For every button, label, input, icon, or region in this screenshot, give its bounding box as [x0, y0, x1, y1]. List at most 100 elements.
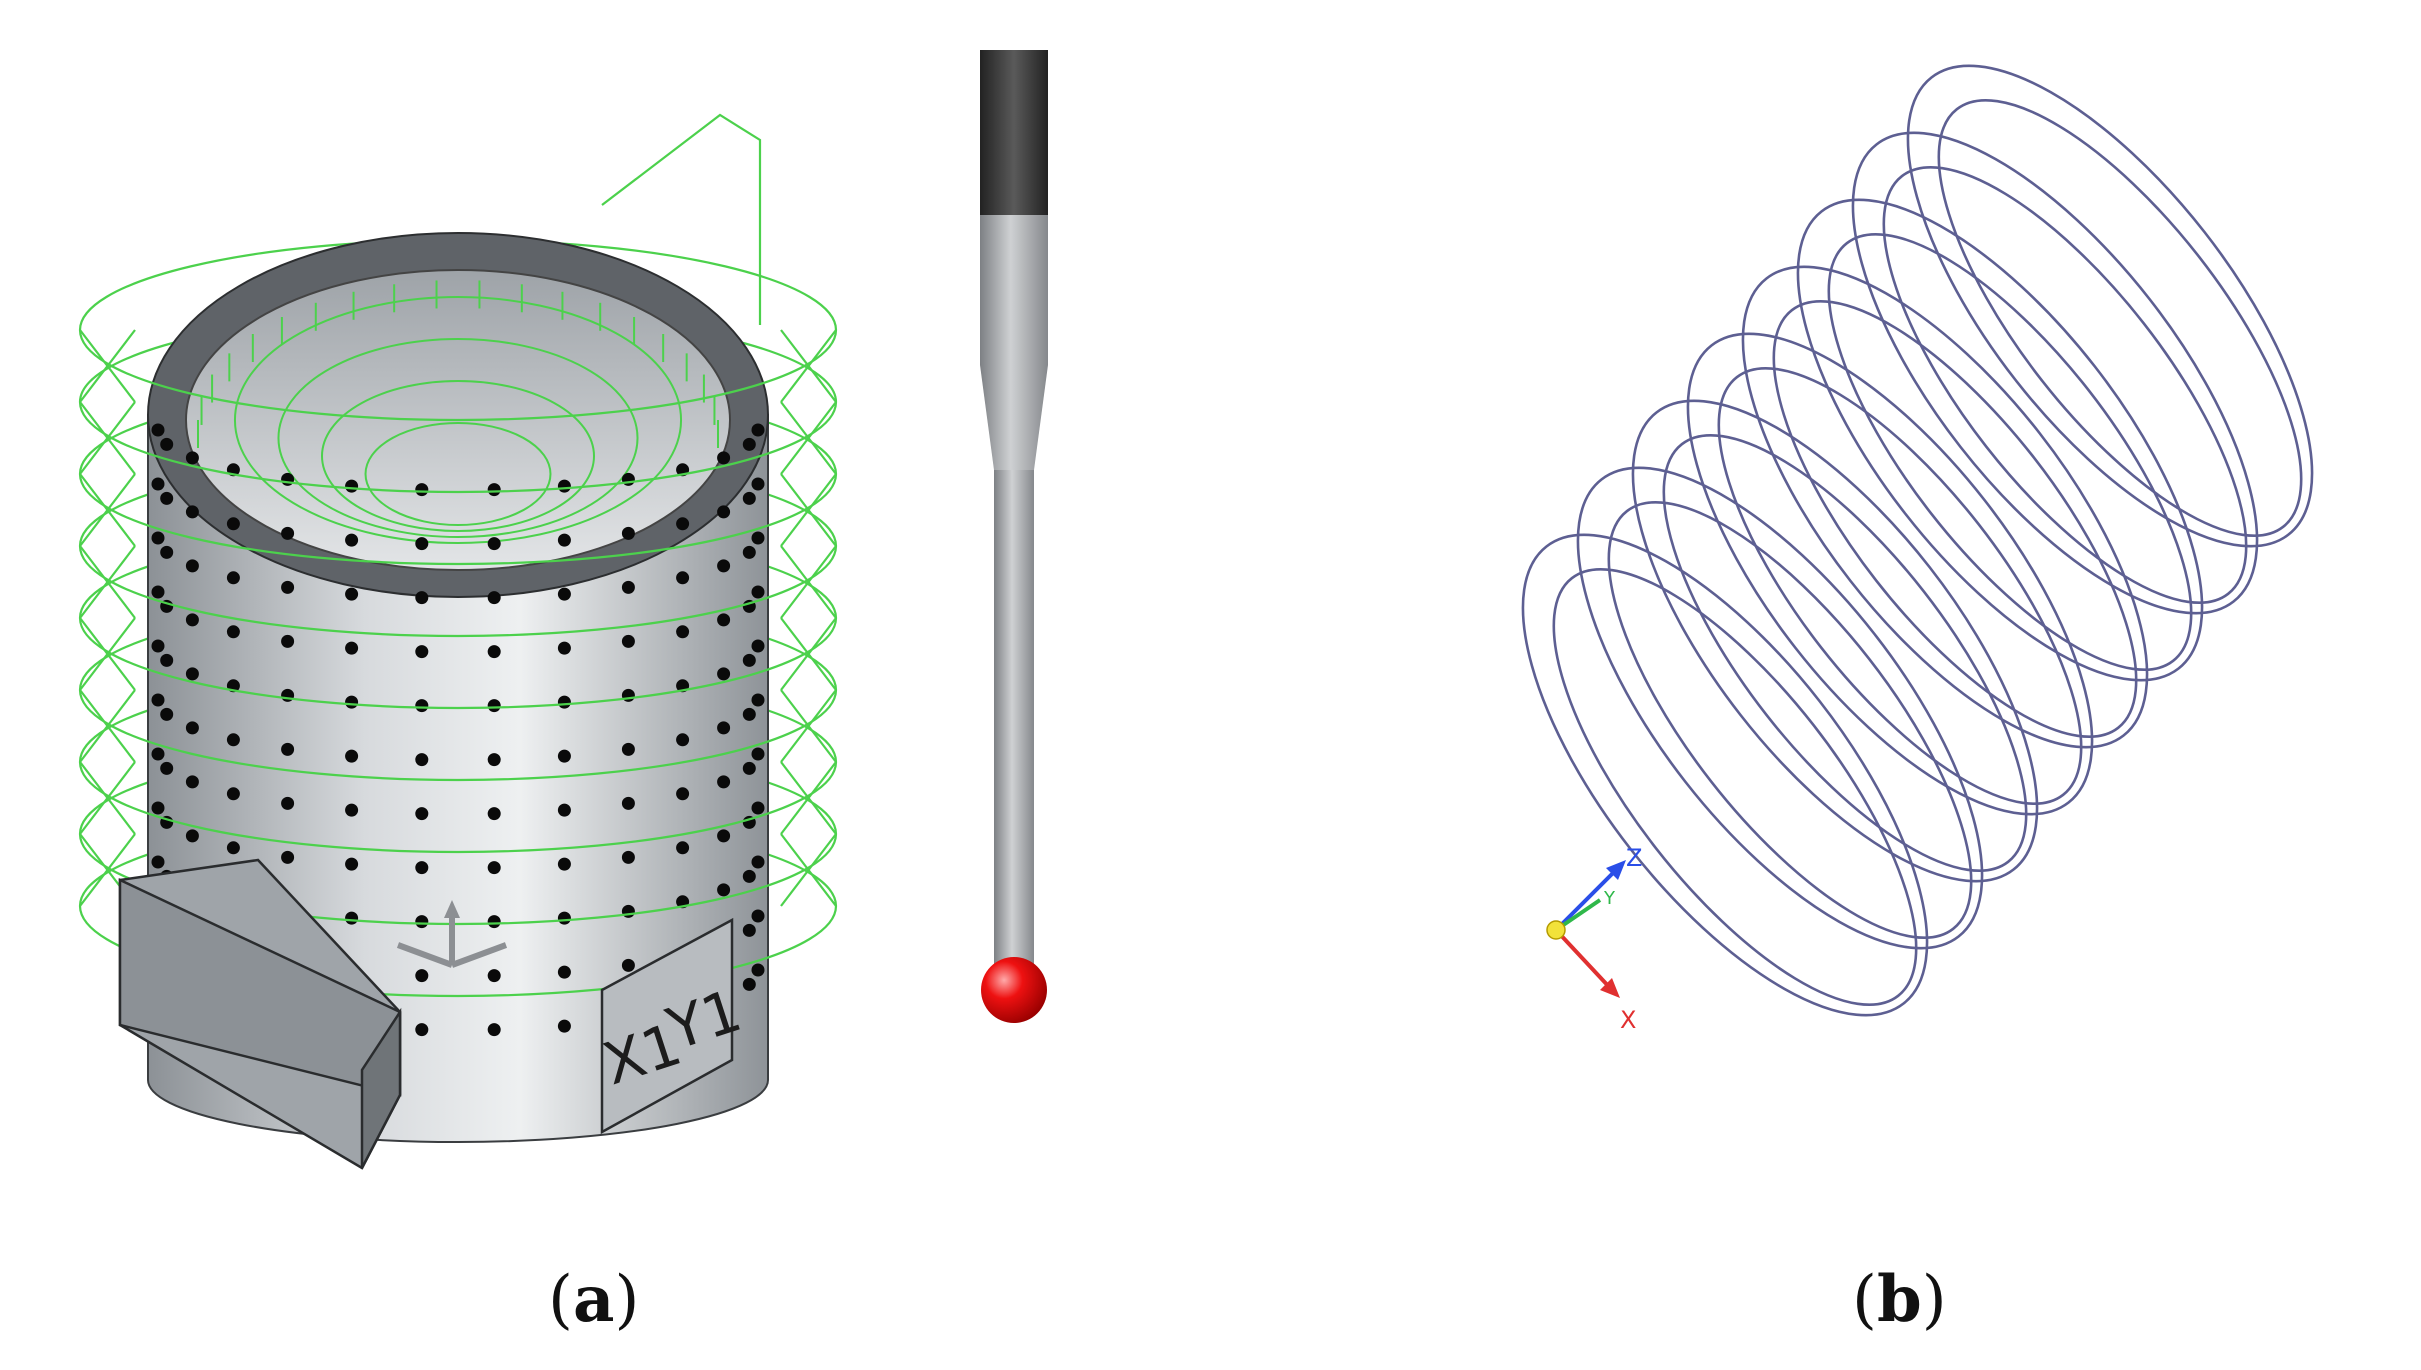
- measurement-point: [717, 613, 731, 627]
- measurement-point: [557, 533, 571, 547]
- probe-path-connector: [79, 329, 136, 403]
- measurement-point: [751, 477, 765, 491]
- measurement-point: [160, 491, 174, 505]
- measurement-point: [226, 841, 240, 855]
- measurement-point: [345, 587, 359, 601]
- measurement-point: [160, 437, 174, 451]
- probe-path-ring-front: [78, 689, 838, 782]
- measurement-point: [487, 969, 501, 983]
- measurement-point: [345, 641, 359, 655]
- scan-path-inner: [1607, 500, 1973, 940]
- measurement-point: [676, 787, 690, 801]
- measurement-point: [742, 491, 756, 505]
- measurement-point: [487, 1023, 501, 1037]
- measurement-point: [742, 923, 756, 937]
- measurement-point: [185, 613, 199, 627]
- measurement-point: [345, 749, 359, 763]
- measurement-point: [415, 483, 429, 497]
- measurement-point: [415, 753, 429, 767]
- scan-path-inner: [1662, 433, 2028, 873]
- measurement-point: [415, 591, 429, 605]
- measurement-point: [160, 707, 174, 721]
- probe-path-connector: [780, 761, 837, 835]
- scan-path-ellipses: [1521, 64, 2314, 1017]
- bore-scan-ring: [277, 338, 639, 538]
- measurement-point: [717, 451, 731, 465]
- measurement-point: [717, 559, 731, 573]
- axis-label-y: Y: [1603, 888, 1616, 909]
- probe-path-connector: [79, 473, 136, 547]
- probe-path-connector: [780, 329, 837, 403]
- measurement-point: [151, 801, 165, 815]
- measurement-point: [557, 857, 571, 871]
- coordinate-triad: Z Y X: [1546, 844, 1642, 1034]
- probe-path-connector: [79, 401, 136, 475]
- measurement-point: [742, 977, 756, 991]
- part-axis-triad: [396, 900, 508, 968]
- probe-path-connector: [79, 617, 136, 691]
- measurement-point: [281, 634, 295, 648]
- measurement-point: [621, 634, 635, 648]
- measurement-point: [742, 707, 756, 721]
- probe-stylus: [980, 50, 1048, 1023]
- measurement-point: [557, 803, 571, 817]
- measurement-point: [751, 801, 765, 815]
- measurement-point: [557, 695, 571, 709]
- measurement-point: [487, 753, 501, 767]
- probe-path-connector: [79, 689, 136, 763]
- measurement-point: [415, 1023, 429, 1037]
- measurement-point: [415, 537, 429, 551]
- scan-path-outer: [1686, 332, 2094, 816]
- measurement-point: [751, 531, 765, 545]
- measurement-point: [742, 437, 756, 451]
- measurement-point: [742, 761, 756, 775]
- probe-path-ring-front: [78, 761, 838, 854]
- measurement-point: [557, 479, 571, 493]
- measurement-point: [185, 505, 199, 519]
- measurement-point: [751, 747, 765, 761]
- measurement-point: [751, 855, 765, 869]
- measurement-point: [415, 699, 429, 713]
- measurement-point: [160, 761, 174, 775]
- measurement-point: [717, 775, 731, 789]
- scan-path-inner: [1717, 366, 2083, 806]
- measurement-point: [742, 545, 756, 559]
- measurement-point: [676, 841, 690, 855]
- measurement-point: [160, 653, 174, 667]
- measurement-point: [151, 585, 165, 599]
- measurement-point: [676, 571, 690, 585]
- measurement-point: [557, 911, 571, 925]
- measurement-point: [621, 526, 635, 540]
- measurement-point: [151, 855, 165, 869]
- measurement-point: [151, 423, 165, 437]
- probe-body: [980, 215, 1048, 365]
- measurement-point: [415, 969, 429, 983]
- probe-path-connector: [780, 833, 837, 907]
- bore-scan-ring: [364, 422, 552, 526]
- measurement-point: [751, 909, 765, 923]
- probe-path-connector: [79, 761, 136, 835]
- scan-path-inner: [1827, 232, 2193, 672]
- bore-scan-ring: [233, 296, 683, 544]
- probe-path-ring-front: [78, 617, 838, 710]
- measurement-point: [281, 850, 295, 864]
- measurement-point: [487, 915, 501, 929]
- measurement-point: [185, 829, 199, 843]
- scan-path-outer: [1851, 131, 2259, 615]
- measurement-point: [226, 787, 240, 801]
- measurement-point: [676, 733, 690, 747]
- measurement-point: [487, 807, 501, 821]
- probe-path-ring-front: [78, 401, 838, 494]
- bore-scan-grid: [197, 280, 719, 544]
- probe-path-connector: [780, 473, 837, 547]
- measurement-point: [226, 571, 240, 585]
- measurement-point: [415, 915, 429, 929]
- measurement-point: [557, 1019, 571, 1033]
- panel-a-caption: (a): [548, 1262, 640, 1337]
- measurement-point: [345, 533, 359, 547]
- measurement-point: [621, 580, 635, 594]
- origin-marker: [1546, 920, 1566, 940]
- measurement-point: [621, 742, 635, 756]
- measurement-point: [557, 641, 571, 655]
- measurement-point: [717, 829, 731, 843]
